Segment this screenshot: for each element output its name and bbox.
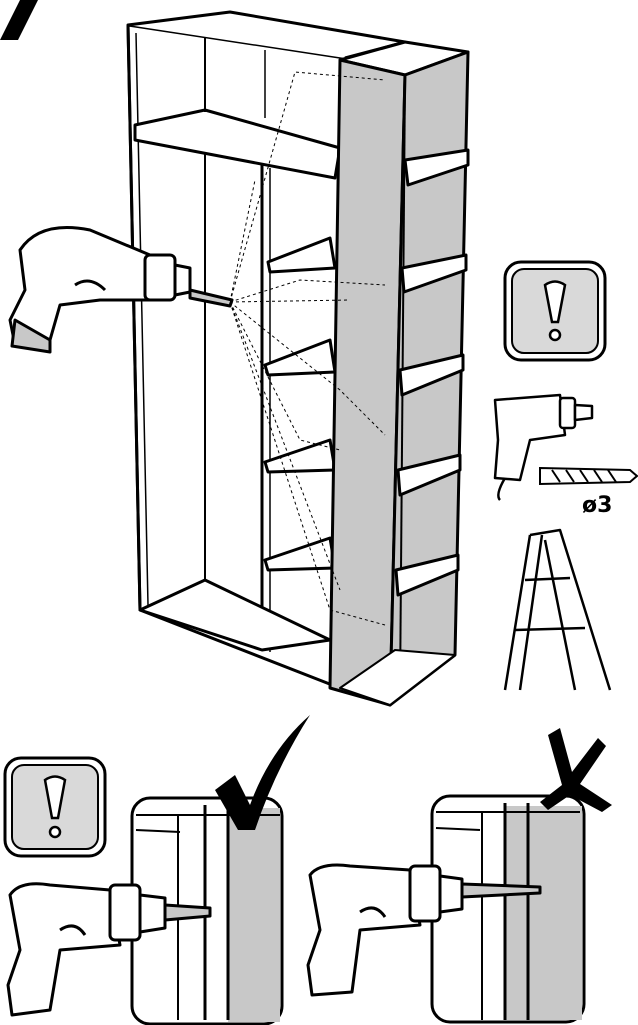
step-number-fragment <box>0 0 38 40</box>
wrong-cross-icon <box>540 728 612 812</box>
warning-exclamation-icon <box>503 260 607 362</box>
drilling-guide-lines <box>229 71 386 626</box>
cordless-drill-icon <box>306 863 542 997</box>
electric-drill-icon <box>493 393 594 501</box>
cordless-drill-icon <box>6 882 212 1017</box>
wardrobe-frame <box>126 10 407 692</box>
wrong-detail-panel <box>430 794 586 1024</box>
correct-check-icon <box>215 715 310 830</box>
step-ladder-icon <box>503 528 612 691</box>
drill-bit-diameter-label: ø3 <box>582 493 612 518</box>
drill-bit-icon <box>539 466 638 486</box>
warning-exclamation-icon <box>3 756 107 858</box>
cordless-drill-icon <box>8 226 234 354</box>
grey-side-unit <box>328 40 470 707</box>
